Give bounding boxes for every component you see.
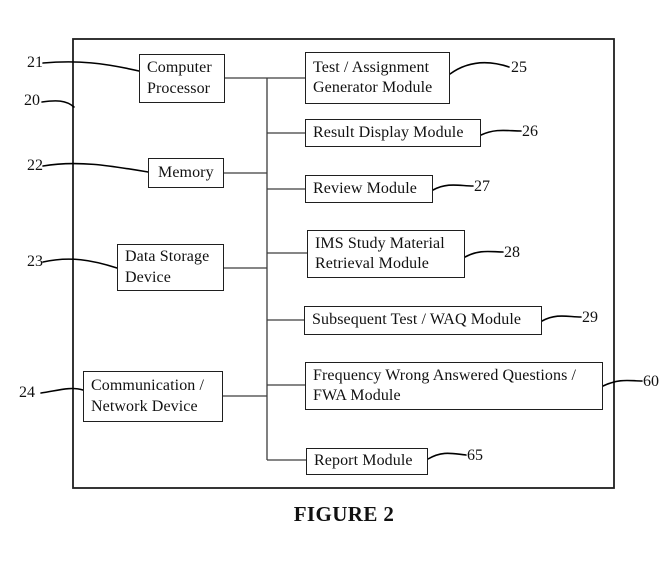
ref-23-data-storage: 23 — [27, 253, 43, 270]
ref-22-memory: 22 — [27, 157, 43, 174]
leader-24 — [40, 387, 84, 394]
box-frequency-wrong-answered-questions-module: Frequency Wrong Answered Questions / FWA… — [305, 362, 603, 410]
box-report-module: Report Module — [306, 448, 428, 475]
ref-65-report: 65 — [467, 447, 483, 464]
leader-60 — [602, 379, 643, 387]
leader-21 — [42, 61, 140, 72]
box-report-module-label: Report Module — [314, 452, 413, 470]
box-review-module-label: Review Module — [313, 179, 417, 197]
ref-27-review: 27 — [474, 178, 490, 195]
box-test-assignment-generator-module-label: Test / Assignment Generator Module — [313, 58, 433, 96]
leader-27 — [432, 184, 474, 191]
outer-frame — [72, 38, 615, 489]
box-frequency-wrong-answered-questions-module-label: Frequency Wrong Answered Questions / FWA… — [313, 366, 577, 404]
box-computer-processor: Computer Processor — [139, 54, 225, 103]
box-subsequent-test-waq-module: Subsequent Test / WAQ Module — [304, 306, 542, 335]
leader-25 — [449, 61, 510, 75]
leader-23 — [42, 258, 118, 269]
box-ims-study-material-retrieval-module: IMS Study Material Retrieval Module — [307, 230, 465, 278]
figure-caption: FIGURE 2 — [293, 502, 395, 526]
box-communication-network-device-label: Communication / Network Device — [91, 377, 205, 415]
ref-20-outer-system: 20 — [24, 92, 40, 109]
box-review-module: Review Module — [305, 175, 433, 203]
box-memory-label: Memory — [158, 163, 214, 181]
ref-60-frequency: 60 — [643, 373, 659, 390]
ref-25-test-assignment: 25 — [511, 59, 527, 76]
ref-24-communication: 24 — [19, 384, 35, 401]
box-test-assignment-generator-module: Test / Assignment Generator Module — [305, 52, 450, 104]
leader-29 — [541, 315, 582, 322]
ref-29-subsequent: 29 — [582, 309, 598, 326]
box-subsequent-test-waq-module-label: Subsequent Test / WAQ Module — [312, 311, 522, 329]
leader-22 — [42, 162, 149, 173]
ref-21-computer-processor: 21 — [27, 54, 43, 71]
ref-26-result-display: 26 — [522, 123, 538, 140]
box-data-storage-device-label: Data Storage Device — [125, 248, 210, 286]
ref-28-ims: 28 — [504, 244, 520, 261]
box-computer-processor-label: Computer Processor — [147, 59, 212, 97]
leader-20 — [41, 100, 75, 108]
leader-28 — [464, 250, 504, 258]
box-memory: Memory — [148, 158, 224, 188]
box-ims-study-material-retrieval-module-label: IMS Study Material Retrieval Module — [315, 234, 445, 272]
box-result-display-module: Result Display Module — [305, 119, 481, 147]
box-result-display-module-label: Result Display Module — [313, 123, 464, 141]
box-data-storage-device: Data Storage Device — [117, 244, 224, 291]
box-communication-network-device: Communication / Network Device — [83, 371, 223, 422]
leader-26 — [480, 129, 522, 136]
leader-65 — [427, 452, 467, 460]
